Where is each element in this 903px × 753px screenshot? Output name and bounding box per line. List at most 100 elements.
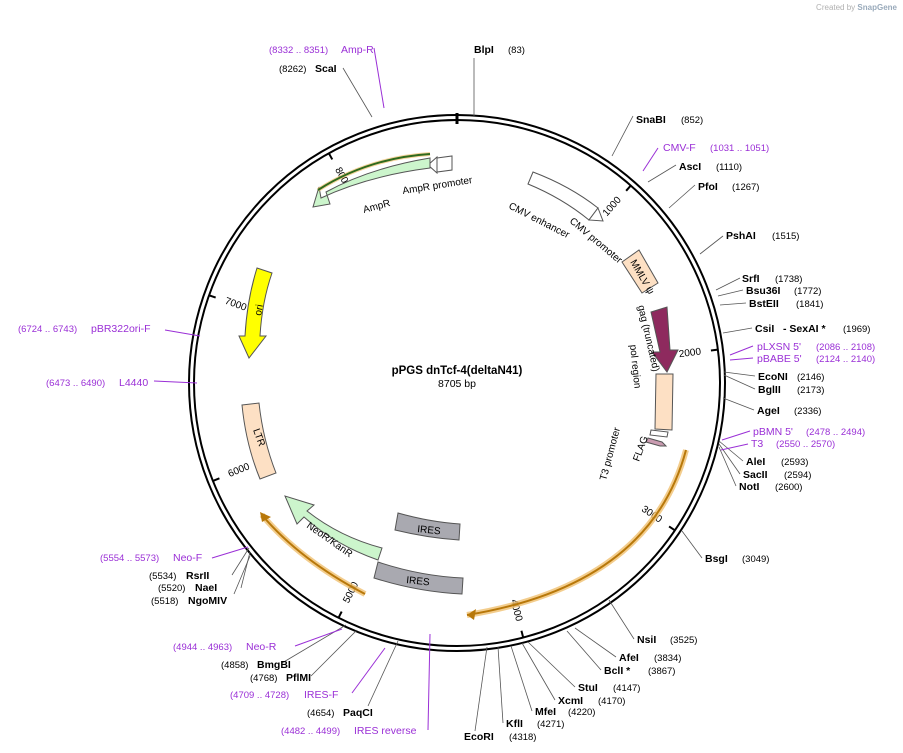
site-bglii[interactable]: BglII(2173) (758, 384, 824, 396)
svg-text:(1772): (1772) (794, 286, 821, 297)
svg-text:(852): (852) (681, 115, 703, 126)
svg-text:(3867): (3867) (648, 666, 675, 677)
primer-plxsn-5[interactable]: pLXSN 5'(2086 .. 2108) (757, 341, 875, 353)
site-srfi[interactable]: SrfI(1738) (742, 273, 802, 285)
svg-text:NgoMIV: NgoMIV (188, 595, 227, 607)
svg-text:(4170): (4170) (598, 696, 625, 707)
site-blpi[interactable]: BlpI(83) (474, 44, 525, 56)
primer-pbr322ori-f[interactable]: (6724 .. 6743)pBR322ori-F (18, 323, 151, 335)
site-connector-lines (153, 47, 756, 732)
site-bsu36i[interactable]: Bsu36I (1772) (746, 285, 821, 297)
site-ngomiv[interactable]: (5518) NgoMIV (151, 595, 227, 607)
feature-ampr[interactable] (312, 152, 431, 208)
svg-text:pBR322ori-F: pBR322ori-F (91, 323, 151, 335)
connector-line (497, 646, 504, 724)
svg-text:NotI: NotI (739, 481, 759, 493)
connector-line (699, 235, 724, 255)
site-agei[interactable]: AgeI(2336) (757, 405, 821, 417)
plasmid-size: 8705 bp (438, 378, 476, 390)
svg-text:(5520): (5520) (158, 583, 185, 594)
site-alei[interactable]: AleI(2593) (746, 456, 808, 468)
connector-line (723, 371, 756, 377)
site-noti[interactable]: NotI(2600) (739, 481, 802, 493)
connector-line (608, 599, 635, 640)
connector-line (681, 530, 703, 559)
site-paqci[interactable]: (4654)PaqCI (307, 707, 373, 719)
primer-t3[interactable]: T3(2550 .. 2570) (751, 438, 835, 450)
site-kfli[interactable]: KflI(4271) (506, 718, 564, 730)
feature-neor-kanr[interactable] (284, 495, 383, 561)
primer-pbabe-5[interactable]: pBABE 5'(2124 .. 2140) (757, 353, 875, 365)
connector-line (611, 115, 634, 157)
feature-ires-1[interactable] (394, 512, 461, 541)
svg-text:SrfI: SrfI (742, 273, 760, 285)
svg-text:- SexAI *: - SexAI * (783, 323, 827, 335)
primer-neo-r[interactable]: (4944 .. 4963)Neo-R (173, 641, 277, 653)
primer-neo-f[interactable]: (5554 .. 5573)Neo-F (100, 552, 202, 564)
orf-arrowhead-left (260, 512, 271, 522)
site-pshai[interactable]: PshAI(1515) (726, 230, 799, 242)
site-scai[interactable]: (8262)ScaI (279, 63, 337, 75)
site-sexai[interactable]: - SexAI *(1969) (783, 323, 870, 335)
plasmid-name: pPGS dnTcf-4(deltaN41) (392, 365, 523, 377)
orf-arrow-left (261, 514, 366, 595)
primer-ires-f[interactable]: (4709 .. 4728)IRES-F (230, 689, 338, 701)
connector-line (719, 302, 747, 306)
feature-label-flag: FLAG (631, 435, 650, 464)
connector-line (722, 397, 755, 411)
orf-arrowhead-right (467, 609, 476, 620)
svg-text:PshAI: PshAI (726, 230, 756, 242)
site-afei[interactable]: AfeI(3834) (619, 652, 681, 664)
connector-line (718, 440, 744, 462)
orf-arrow-right (466, 449, 687, 616)
site-nsii[interactable]: NsiI(3525) (637, 634, 697, 646)
site-bsgi[interactable]: BsgI(3049) (705, 553, 769, 565)
primer-cmv-f[interactable]: CMV-F(1031 .. 1051) (663, 142, 769, 154)
connector-line (153, 380, 198, 384)
site-xcmi[interactable]: XcmI(4170) (558, 695, 625, 707)
site-bsteii[interactable]: BstEII(1841) (749, 298, 823, 310)
feature-mmlv-psi[interactable] (621, 249, 659, 294)
svg-text:Bsu36I: Bsu36I (746, 285, 781, 297)
site-asci[interactable]: AscI(1110) (679, 161, 742, 173)
site-csii[interactable]: CsiI (755, 323, 774, 335)
feature-flag[interactable] (645, 437, 668, 447)
feature-ltr[interactable] (241, 402, 277, 480)
feature-pol-region[interactable] (654, 373, 674, 431)
feature-gag-truncated[interactable] (650, 306, 679, 373)
connector-line (527, 641, 576, 688)
svg-text:(4271): (4271) (537, 719, 564, 730)
primer-amp-r[interactable]: (8332 .. 8351)Amp-R (269, 44, 374, 56)
site-ecori[interactable]: EcoRI(4318) (464, 731, 536, 743)
connector-line (211, 546, 249, 559)
site-pflmi[interactable]: (4768)PflMI (250, 672, 311, 684)
site-snabi[interactable]: SnaBI(852) (636, 114, 703, 126)
primer-ires-reverse[interactable]: (4482 .. 4499)IRES reverse (281, 725, 417, 737)
primer-pbmn-5[interactable]: pBMN 5'(2478 .. 2494) (753, 426, 865, 438)
connector-line (721, 430, 751, 441)
feature-label-ires-1: IRES (417, 524, 442, 537)
svg-text:(5518): (5518) (151, 596, 178, 607)
svg-text:EcoNI: EcoNI (758, 371, 788, 383)
primer-l4440[interactable]: (6473 .. 6490)L4440 (46, 377, 148, 389)
feature-ori[interactable] (238, 267, 273, 359)
site-bcli[interactable]: BclI *(3867) (604, 665, 675, 677)
site-bmgbi[interactable]: (4858)BmgBI (221, 659, 291, 671)
site-rsrii[interactable]: (5534)RsrII (149, 570, 209, 582)
site-econi[interactable]: EcoNI(2146) (758, 371, 824, 383)
feature-ampr-promoter[interactable] (427, 155, 453, 175)
svg-text:(2336): (2336) (794, 406, 821, 417)
svg-text:PaqCI: PaqCI (343, 707, 373, 719)
site-pfoi[interactable]: PfoI(1267) (698, 181, 759, 193)
svg-text:StuI: StuI (578, 682, 598, 694)
feature-t3-promoter[interactable] (649, 429, 669, 438)
site-naei[interactable]: (5520)NaeI (158, 582, 217, 594)
site-sacii[interactable]: SacII(2594) (743, 469, 811, 481)
feature-cmv-enhancer[interactable] (527, 171, 604, 222)
orf-arc-right (466, 449, 689, 618)
site-stui[interactable]: StuI(4147) (578, 682, 640, 694)
feature-ires-2[interactable] (373, 561, 464, 595)
connector-line (367, 640, 399, 707)
connector-line (294, 628, 343, 647)
site-mfei[interactable]: MfeI(4220) (535, 706, 595, 718)
